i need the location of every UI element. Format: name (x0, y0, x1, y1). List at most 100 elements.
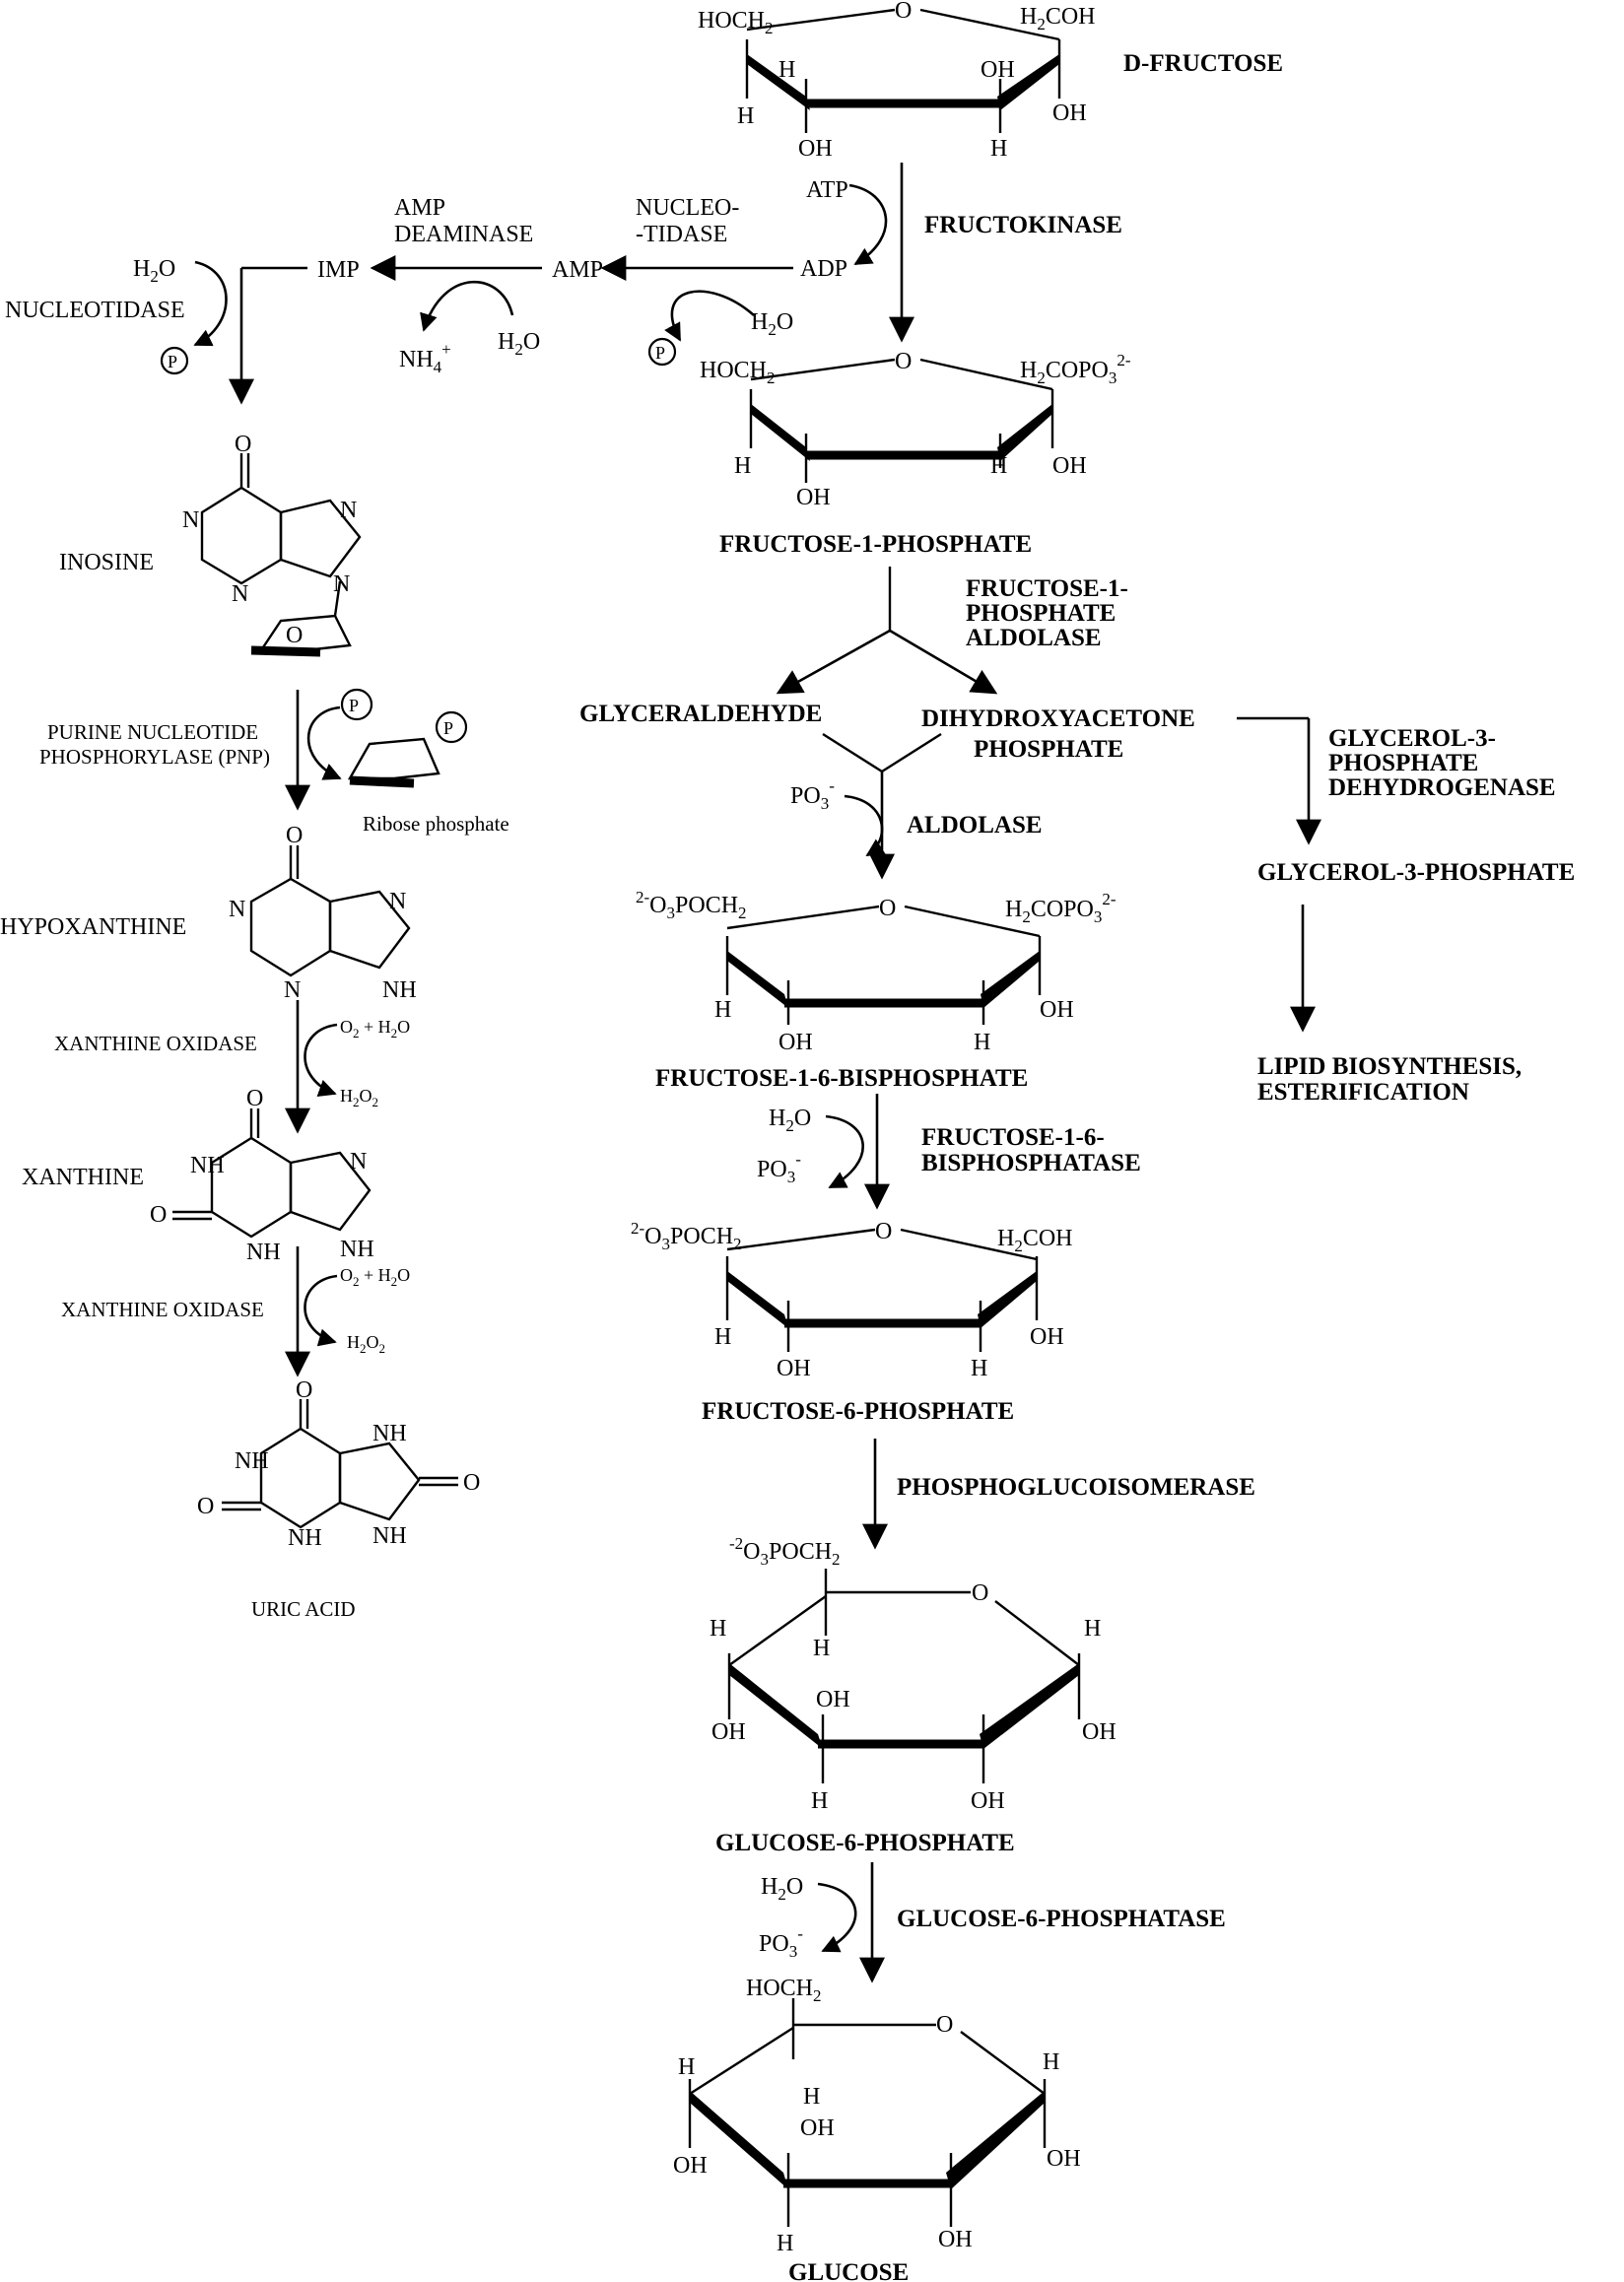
water-label-5: H2O (761, 1874, 803, 1904)
atom-oh: OH (1030, 1324, 1064, 1350)
atom-h: H (777, 2231, 793, 2256)
atom-nh: NH (190, 1153, 225, 1178)
atom-nh: NH (288, 1525, 322, 1551)
f6p-h2coh: H2COH (997, 1226, 1073, 1255)
atp-label: ATP (806, 177, 848, 203)
uric-acid-label: URIC ACID (251, 1597, 356, 1621)
water-label-2: H2O (498, 329, 540, 359)
phosphate-circle: P (655, 343, 665, 363)
atom-h: H (974, 1030, 990, 1055)
water-label: H2O (751, 309, 793, 339)
g6p-o3poch2: -2O3POCH2 (729, 1534, 841, 1569)
fbpase-2: BISPHOSPHATASE (921, 1150, 1141, 1176)
atom-h: H (811, 1788, 828, 1814)
f1p-aldolase-3: ALDOLASE (966, 625, 1102, 651)
lipid-label-1: LIPID BIOSYNTHESIS, (1257, 1053, 1522, 1080)
f1p-hoch2: HOCH2 (700, 358, 776, 387)
atom-h: H (803, 2084, 820, 2110)
glucose-6-phosphate-label: GLUCOSE-6-PHOSPHATE (715, 1830, 1015, 1856)
atom-h: H (990, 136, 1007, 162)
phosphate-circle-2: P (168, 352, 177, 371)
glycerol-3-phosphate-label: GLYCEROL-3-PHOSPHATE (1257, 859, 1575, 886)
atom-h: H (971, 1356, 987, 1381)
g6pase-label: GLUCOSE-6-PHOSPHATASE (897, 1906, 1226, 1932)
atom-oh: OH (938, 2227, 973, 2252)
h2o2-label-2: H2O2 (347, 1332, 385, 1356)
g3pdh-1: GLYCEROL-3- (1328, 725, 1496, 752)
atom-h: H (1043, 2049, 1059, 2075)
phosphate-circle-4: P (443, 718, 453, 738)
atom-n: N (182, 507, 199, 533)
atom-n: N (229, 897, 245, 922)
fbpase-1: FRUCTOSE-1-6- (921, 1124, 1105, 1151)
phosphate-circle-3: P (349, 696, 359, 715)
atom-oh: OH (673, 2153, 708, 2179)
atom-h: H (778, 57, 795, 83)
amp-deaminase-1: AMP (394, 195, 445, 221)
po3-label-3: PO3- (759, 1924, 803, 1961)
aldolase-step: PO3- ALDOLASE (790, 732, 1043, 880)
atom-nh: NH (235, 1448, 269, 1474)
xanthine-structure: O NH O N NH NH XANTHINE (22, 1086, 374, 1265)
glucose-structure: HOCH2 O H H H OH OH OH H OH GLUCOSE (673, 1976, 1081, 2282)
d-fructose-ring-o: O (895, 0, 912, 24)
inosine-structure: O N N N N O INOSINE (59, 432, 362, 657)
d-fructose-h2coh: H2COH (1020, 4, 1096, 34)
atom-n: N (284, 977, 301, 1003)
inosine-label: INOSINE (59, 550, 154, 575)
lipid-label-2: ESTERIFICATION (1257, 1079, 1469, 1106)
fbpase-step: H2O PO3- FRUCTOSE-1-6- BISPHOSPHATASE (757, 1094, 1141, 1210)
atom-oh: OH (1040, 997, 1074, 1023)
hypoxanthine-label: HYPOXANTHINE (0, 914, 186, 940)
pnp-1: PURINE NUCLEOTIDE (47, 720, 258, 744)
d-fructose-label: D-FRUCTOSE (1123, 50, 1283, 77)
atom-oh: OH (1082, 1719, 1116, 1745)
fructose-6-phosphate-structure: 2-O3POCH2 O H2COH H OH H OH FRUCTOSE-6-P… (631, 1219, 1073, 1425)
atom-n: N (389, 889, 406, 914)
ring-o: O (895, 349, 912, 374)
uric-acid-structure: O NH O NH O NH NH URIC ACID (197, 1377, 480, 1621)
d-fructose-hoch2: HOCH2 (698, 8, 774, 37)
pnp-2: PHOSPHORYLASE (PNP) (39, 745, 270, 769)
atom-o: O (286, 623, 303, 648)
atom-h: H (1084, 1616, 1101, 1642)
f1p-aldolase-split: FRUCTOSE-1- PHOSPHATE ALDOLASE GLYCERALD… (579, 567, 1195, 763)
po3-label: PO3- (790, 776, 835, 813)
atom-h: H (714, 1324, 731, 1350)
amp-label: AMP (552, 257, 603, 283)
nucleotidase-split-1: NUCLEO- (636, 195, 739, 221)
d-fructose-structure: HOCH2 O H2COH H H OH OH OH H D-FRUCTOSE (698, 0, 1283, 162)
f1p-aldolase-1: FRUCTOSE-1- (966, 575, 1128, 602)
atom-n: N (232, 581, 248, 607)
o2-h2o-label-2: O2 + H2O (340, 1265, 410, 1289)
xanthine-oxidase-1: XANTHINE OXIDASE (54, 1032, 257, 1055)
atom-oh: OH (777, 1356, 811, 1381)
atom-oh: OH (800, 2115, 835, 2141)
atom-o: O (296, 1377, 312, 1403)
atom-nh: NH (372, 1523, 407, 1549)
glucose-hoch2: HOCH2 (746, 1976, 822, 2005)
po3-label-2: PO3- (757, 1150, 801, 1186)
dhap-label-2: PHOSPHATE (974, 736, 1123, 763)
glycerol-branch: GLYCEROL-3- PHOSPHATE DEHYDROGENASE GLYC… (1237, 716, 1575, 1106)
xanthine-oxidase-2: XANTHINE OXIDASE (61, 1298, 264, 1321)
atom-oh: OH (1052, 453, 1087, 479)
imp-label: IMP (317, 257, 360, 283)
f1p-aldolase-2: PHOSPHATE (966, 600, 1116, 627)
aldolase-label: ALDOLASE (907, 812, 1043, 839)
ring-o: O (875, 1219, 892, 1244)
f6p-o3poch2: 2-O3POCH2 (631, 1219, 742, 1253)
fructokinase-label: FRUCTOKINASE (924, 212, 1122, 238)
atom-oh: OH (711, 1719, 746, 1745)
water-label-4: H2O (769, 1106, 811, 1135)
g3pdh-3: DEHYDROGENASE (1328, 774, 1556, 801)
atom-n: N (333, 571, 350, 597)
xanthine-oxidase-step-2: O2 + H2O H2O2 XANTHINE OXIDASE (61, 1246, 410, 1377)
atom-h: H (678, 2054, 695, 2080)
fructose-1-phosphate-label: FRUCTOSE-1-PHOSPHATE (719, 531, 1032, 558)
fructose-1-phosphate-structure: HOCH2 O H2COPO32- H OH H OH FRUCTOSE-1-P… (700, 349, 1131, 558)
atom-o: O (197, 1494, 214, 1519)
f16bp-h2copo3: H2COPO32- (1005, 890, 1116, 926)
dhap-label-1: DIHYDROXYACETONE (921, 705, 1195, 732)
atom-n: N (350, 1149, 367, 1175)
